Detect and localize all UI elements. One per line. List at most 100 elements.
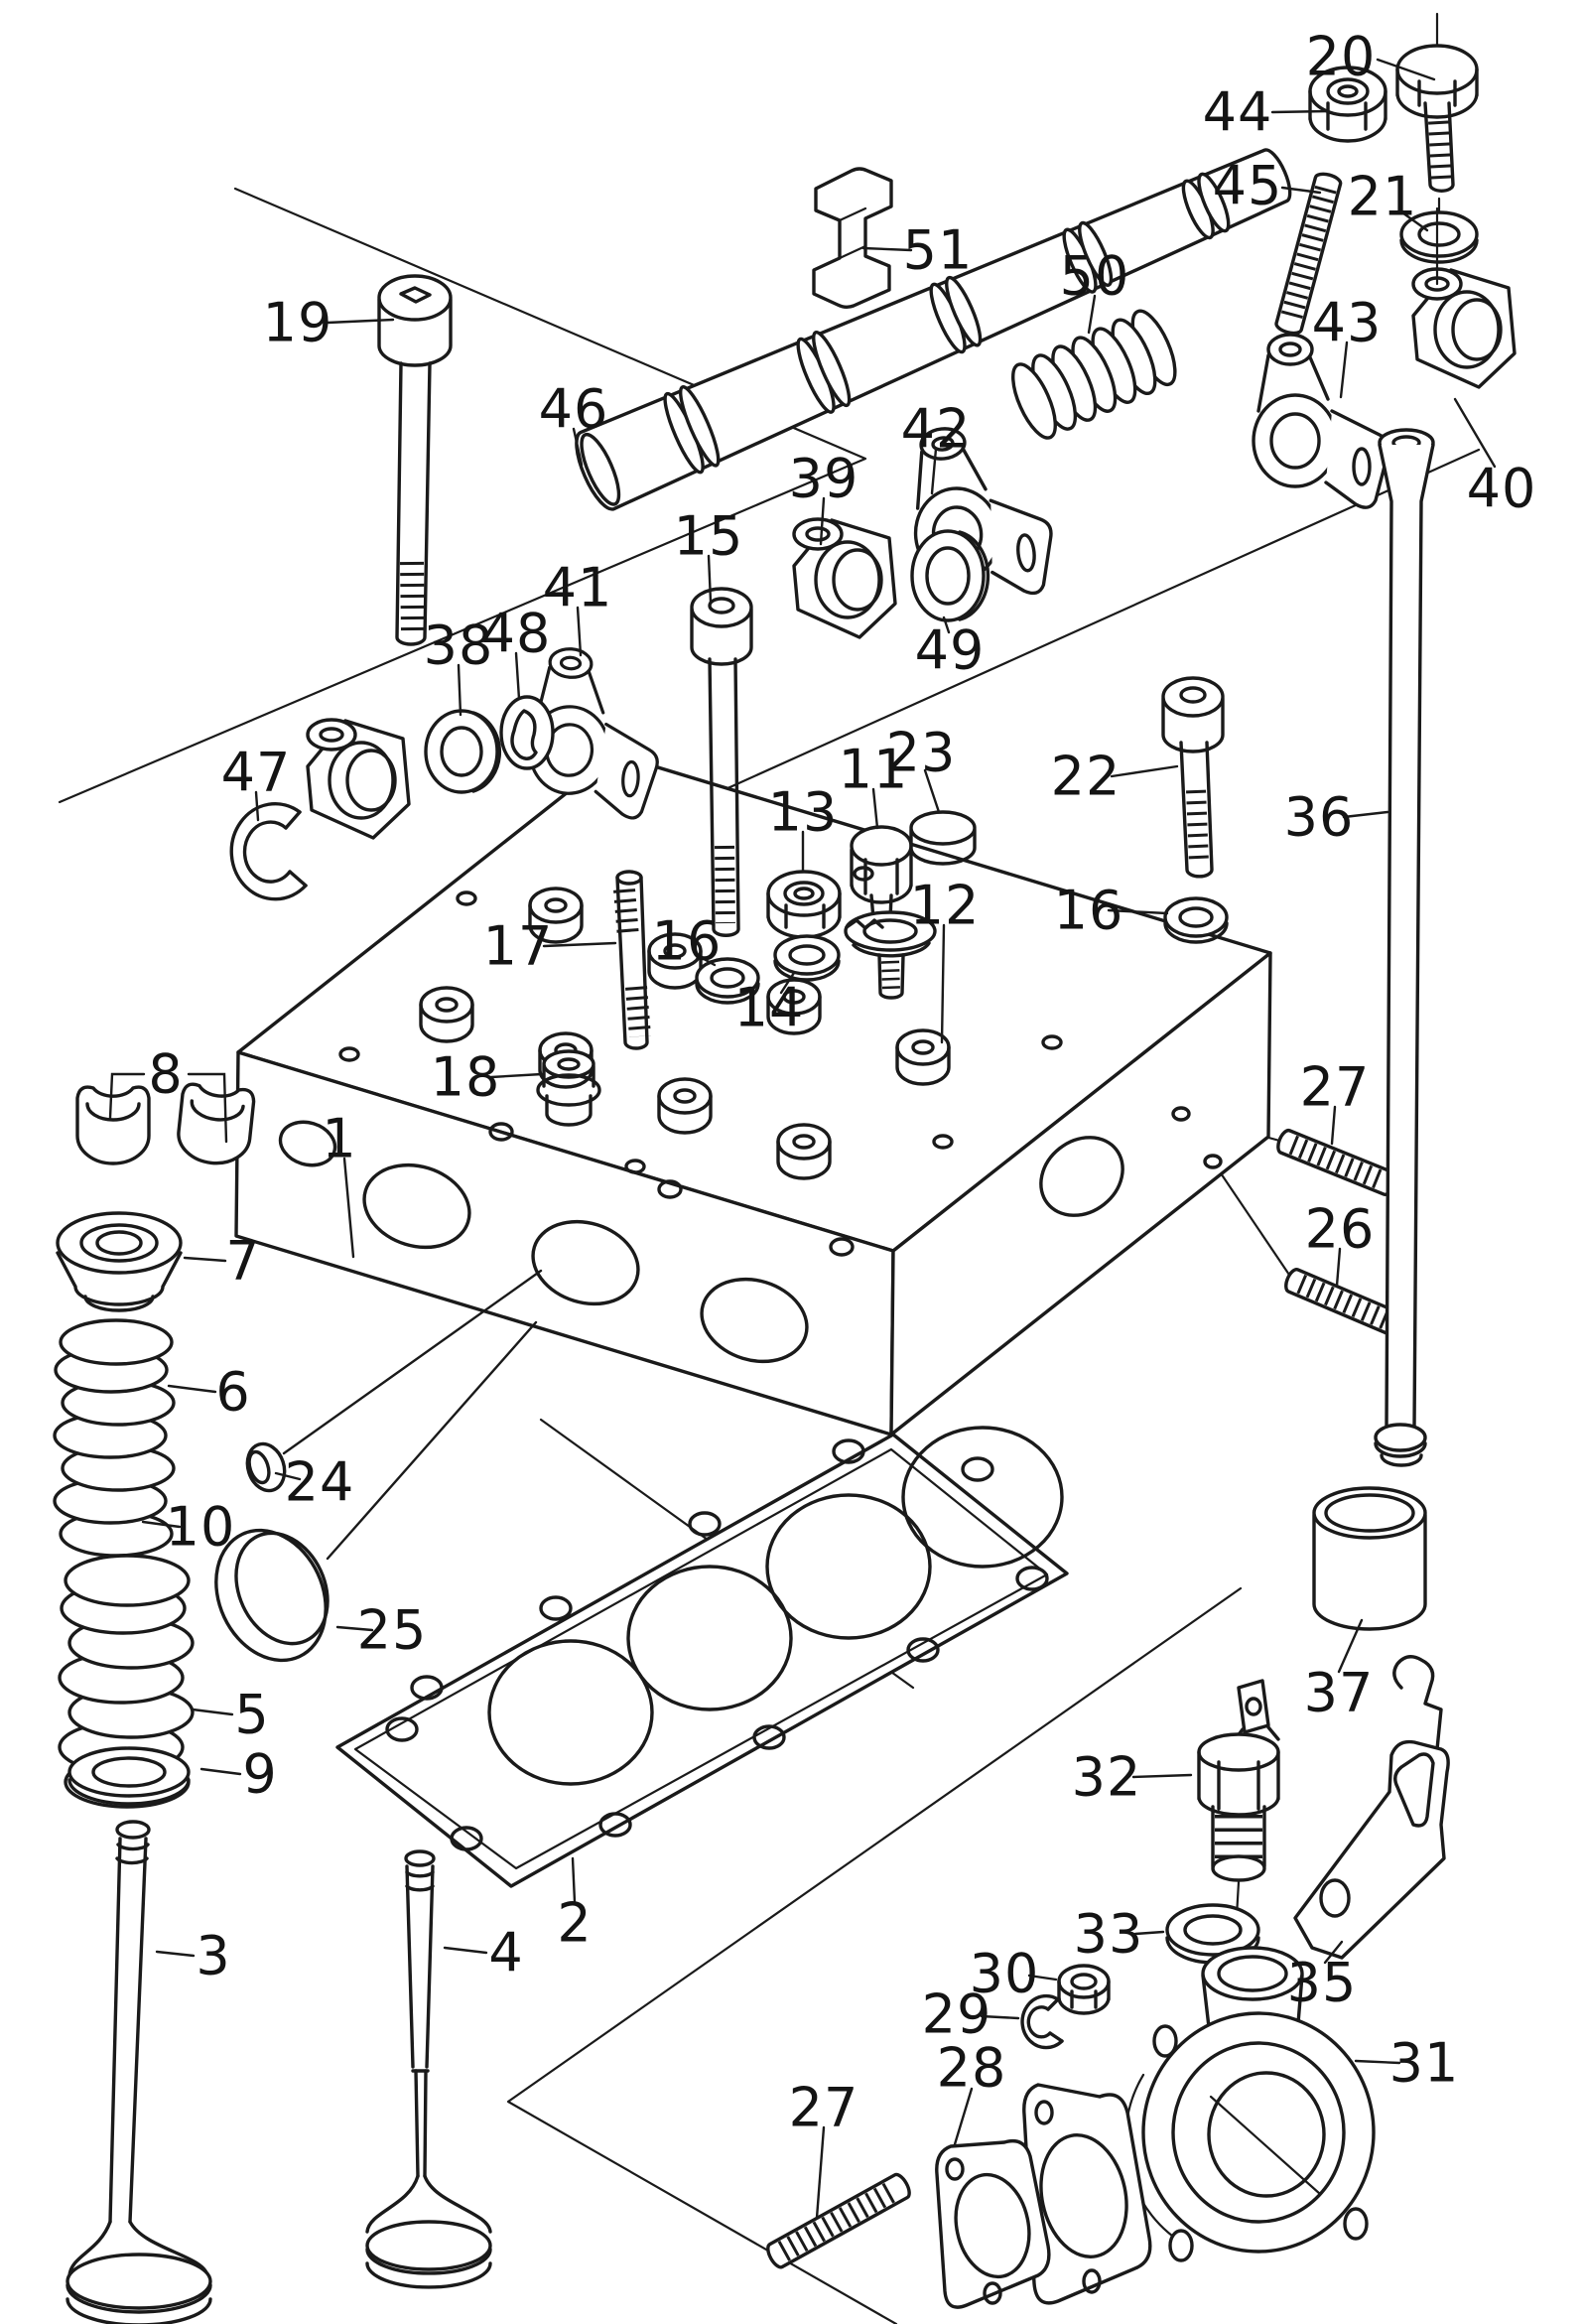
valve-spring-50 — [1011, 309, 1177, 440]
construction-lines — [58, 187, 1481, 2324]
part-label-40: 40 — [1467, 458, 1537, 520]
part-label-31: 31 — [1389, 2032, 1460, 2095]
leader-50 — [1087, 294, 1097, 335]
part-label-21: 21 — [1348, 166, 1418, 228]
part-label-39: 39 — [789, 448, 859, 510]
leader-41 — [576, 606, 583, 657]
cap-23 — [909, 810, 977, 866]
leader-33 — [1133, 1930, 1165, 1936]
washer-14 — [773, 934, 841, 982]
part-label-4: 4 — [488, 1922, 523, 1984]
part-label-5: 5 — [234, 1684, 269, 1746]
bearing-block-left — [306, 718, 411, 840]
head-ports — [278, 1120, 855, 1364]
swivel-foot-12 — [844, 910, 937, 1000]
part-label-29: 29 — [922, 1983, 992, 2046]
hex-nut-44 — [1308, 50, 1387, 143]
thrust-ring-49 — [910, 529, 990, 622]
leader-11 — [871, 787, 879, 830]
horseshoe-clip-47 — [229, 801, 308, 901]
leader-18 — [489, 1072, 544, 1079]
spring-retainer-7 — [56, 1211, 183, 1312]
thermostat-housing-31 — [1124, 1946, 1376, 2262]
gasket-bolt-holes — [385, 1438, 1049, 1851]
part-label-12: 12 — [910, 875, 981, 937]
leader-29 — [980, 2014, 1020, 2020]
part-label-38: 38 — [424, 615, 494, 677]
part-label-6: 6 — [215, 1361, 250, 1424]
part-label-9: 9 — [242, 1743, 277, 1806]
leader-45 — [1280, 186, 1322, 195]
housing-flange — [1022, 2083, 1152, 2305]
washer-16-left — [695, 957, 760, 1005]
leader-12 — [940, 923, 946, 1044]
leader-30 — [1027, 1974, 1058, 1982]
part-label-35: 35 — [1287, 1952, 1358, 2014]
leader-25-1 — [326, 1320, 538, 1561]
hex-nut-13 — [766, 870, 842, 939]
part-label-30: 30 — [970, 1943, 1040, 2005]
part-label-32: 32 — [1072, 1746, 1142, 1809]
leader-35 — [1323, 1940, 1344, 1965]
part-label-17: 17 — [483, 915, 554, 978]
inner-valve-spring-6 — [53, 1318, 176, 1558]
part-label-48: 48 — [481, 603, 552, 665]
leader-46 — [572, 427, 584, 467]
flange-gasket-28 — [935, 2138, 1051, 2309]
leader-4 — [443, 1946, 488, 1955]
part-label-26: 26 — [1305, 1198, 1376, 1261]
hex-nut-30 — [1057, 1964, 1111, 2015]
camshaft — [575, 148, 1292, 511]
part-label-49: 49 — [915, 619, 986, 682]
stud-27-lower — [766, 2172, 911, 2269]
part-label-22: 22 — [1051, 746, 1122, 808]
part-label-42: 42 — [901, 398, 972, 461]
part-label-27-upper: 27 — [1300, 1056, 1371, 1119]
cam-retainer-bracket — [812, 167, 893, 309]
leader-17 — [542, 941, 617, 948]
stud-45 — [1274, 172, 1343, 336]
leader-1 — [342, 1157, 355, 1259]
leader-38 — [457, 663, 462, 717]
part-label-2: 2 — [557, 1892, 592, 1955]
leader-28 — [953, 2087, 974, 2146]
part-label-50: 50 — [1060, 245, 1130, 308]
part-label-1: 1 — [322, 1108, 356, 1170]
part-label-36: 36 — [1284, 786, 1355, 849]
leader-16-left — [695, 953, 717, 967]
leader-6 — [167, 1384, 217, 1394]
leader-23 — [923, 768, 941, 814]
leader-26 — [1335, 1247, 1342, 1288]
part-label-23: 23 — [886, 722, 957, 784]
part-label-18: 18 — [431, 1046, 501, 1109]
leader-39 — [819, 496, 826, 546]
tappet-cup-37 — [1312, 1486, 1427, 1631]
part-label-10: 10 — [166, 1496, 236, 1559]
leader-40 — [1453, 397, 1497, 469]
intake-valve-3 — [66, 1820, 212, 2324]
oil-pressure-sender-32 — [1197, 1679, 1280, 1985]
leader-25 — [335, 1625, 374, 1632]
stud-17 — [613, 870, 651, 1050]
leader-36 — [1342, 810, 1389, 819]
part-label-45: 45 — [1213, 155, 1283, 217]
part-label-51: 51 — [903, 219, 974, 282]
adjusting-screw-11 — [850, 825, 913, 921]
clip-washer-29 — [1020, 1993, 1064, 2050]
part-label-44: 44 — [1203, 81, 1273, 144]
leader-20 — [1376, 58, 1436, 81]
leader-3 — [155, 1950, 196, 1958]
bracket-35 — [1293, 1655, 1450, 1960]
head-stud-holes — [338, 866, 1063, 1174]
leader-7 — [183, 1256, 227, 1263]
washer-21 — [1399, 197, 1479, 264]
leader-21 — [1397, 208, 1429, 232]
leader-31 — [1354, 2059, 1401, 2065]
leader-24 — [274, 1471, 302, 1481]
rocker-arm-43 — [1252, 333, 1390, 509]
sealing-caps-24-25 — [214, 1441, 330, 1663]
leader-27-upper — [1330, 1105, 1337, 1146]
leader-15 — [707, 554, 713, 604]
